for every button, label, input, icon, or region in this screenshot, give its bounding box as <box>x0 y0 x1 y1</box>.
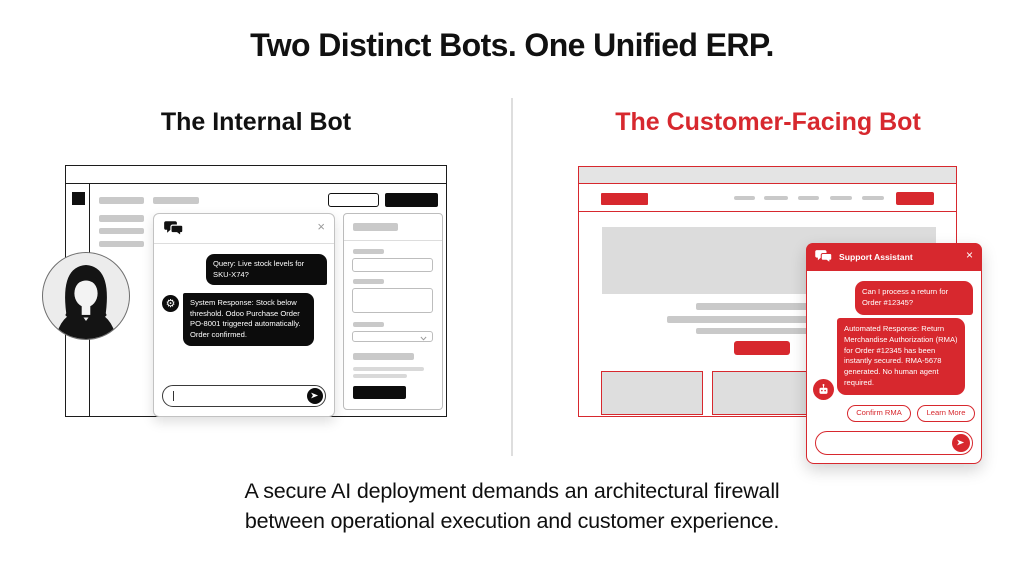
erp-logo-square <box>72 192 85 205</box>
internal-user-bubble: Query: Live stock levels for SKU-X74? <box>206 254 327 286</box>
form-text-bar <box>353 353 414 360</box>
internal-chat-header: × <box>154 214 334 244</box>
form-label-bar <box>353 322 384 327</box>
form-textarea[interactable] <box>352 288 433 313</box>
send-icon <box>311 392 319 399</box>
section-divider <box>511 98 513 456</box>
website-logo <box>601 193 648 205</box>
website-nav-button[interactable] <box>896 192 934 205</box>
customer-send-button[interactable] <box>951 433 970 453</box>
support-chat-widget: Support Assistant × Can I process a retu… <box>806 243 982 464</box>
erp-sidebar-placeholder-bar <box>99 215 144 222</box>
erp-primary-button[interactable] <box>385 193 438 207</box>
form-text-bar <box>353 367 424 371</box>
page-title: Two Distinct Bots. One Unified ERP. <box>250 27 774 63</box>
support-chat-header: Support Assistant × <box>806 243 982 271</box>
website-text-bar <box>696 328 842 334</box>
website-text-bar <box>667 316 842 323</box>
website-nav-link-bar <box>830 196 852 200</box>
erp-nav-placeholder-bar <box>99 197 144 204</box>
gear-icon: ⚙ <box>162 295 179 312</box>
footer-line-2: between operational execution and custom… <box>244 508 780 533</box>
website-nav-link-bar <box>862 196 884 200</box>
form-header-bar <box>353 223 398 231</box>
form-text-bar <box>353 374 407 378</box>
robot-icon <box>813 379 834 400</box>
support-chat-input[interactable] <box>815 431 973 455</box>
learn-more-button[interactable]: Learn More <box>917 405 975 422</box>
website-nav-link-bar <box>798 196 819 200</box>
internal-send-button[interactable] <box>306 387 323 405</box>
erp-form-panel <box>343 213 443 410</box>
website-cta-button[interactable] <box>734 341 790 355</box>
website-nav-bar <box>579 184 956 212</box>
website-address-bar <box>579 167 956 184</box>
footer-line-1: A secure AI deployment demands an archit… <box>244 479 780 503</box>
chat-bubbles-icon <box>164 221 184 237</box>
website-text-bar <box>696 303 842 310</box>
internal-heading: The Internal Bot <box>160 108 352 136</box>
close-icon[interactable]: × <box>965 248 973 262</box>
form-select[interactable] <box>352 331 433 342</box>
erp-sidebar-placeholder-bar <box>99 228 144 234</box>
woman-silhouette-icon <box>55 265 117 339</box>
support-chat-title: Support Assistant <box>839 252 913 262</box>
footer-text: A secure AI deployment demands an archit… <box>0 477 1024 536</box>
internal-system-bubble: System Response: Stock below threshold. … <box>183 293 314 346</box>
website-nav-link-bar <box>764 196 788 200</box>
customer-bot-bubble: Automated Response: Return Merchandise A… <box>837 318 965 395</box>
send-icon <box>957 439 965 446</box>
internal-chat-panel: × Query: Live stock levels for SKU-X74? … <box>153 213 335 417</box>
avatar <box>42 252 130 340</box>
erp-titlebar <box>66 166 446 184</box>
customer-user-bubble: Can I process a return for Order #12345? <box>855 281 973 315</box>
form-label-bar <box>353 279 384 284</box>
form-submit-button[interactable] <box>353 386 406 399</box>
website-content-box <box>712 371 814 415</box>
form-label-bar <box>353 249 384 254</box>
erp-secondary-button[interactable] <box>328 193 379 207</box>
close-icon[interactable]: × <box>317 219 325 234</box>
text-caret <box>173 391 175 401</box>
website-nav-link-bar <box>734 196 755 200</box>
website-content-box <box>601 371 703 415</box>
internal-chat-input[interactable] <box>162 385 326 407</box>
confirm-rma-button[interactable]: Confirm RMA <box>847 405 911 422</box>
form-divider <box>344 240 442 241</box>
form-input[interactable] <box>352 258 433 272</box>
erp-sidebar-placeholder-bar <box>99 241 144 247</box>
customer-heading: The Customer-Facing Bot <box>615 108 921 136</box>
chevron-down-icon <box>420 336 427 341</box>
chat-bubbles-icon <box>815 250 833 264</box>
erp-nav-placeholder-bar <box>153 197 199 204</box>
